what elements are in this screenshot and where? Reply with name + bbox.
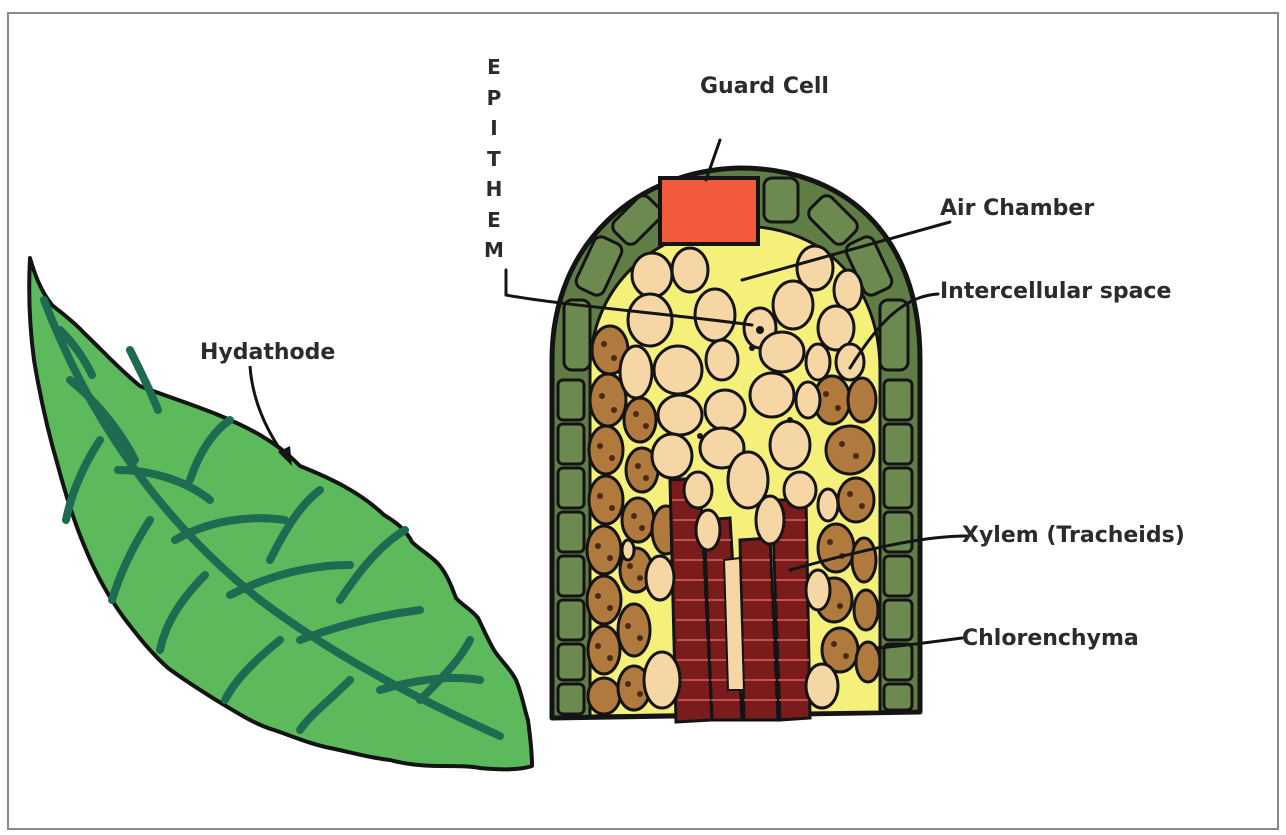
leaf-blade [29,258,532,769]
guard-cell-label: Guard Cell [700,76,829,98]
epithem-label: EPITHEM [484,52,504,266]
chlorenchyma-label: Chlorenchyma [962,628,1139,650]
leaf-illustration [29,258,532,769]
xylem-label: Xylem (Tracheids) [962,525,1185,547]
air-chamber-label: Air Chamber [940,198,1094,220]
guard-cell [660,178,758,244]
hydathode-label: Hydathode [200,342,335,364]
intercellular-space-label: Intercellular space [940,281,1171,303]
hydathode-section [552,168,920,722]
